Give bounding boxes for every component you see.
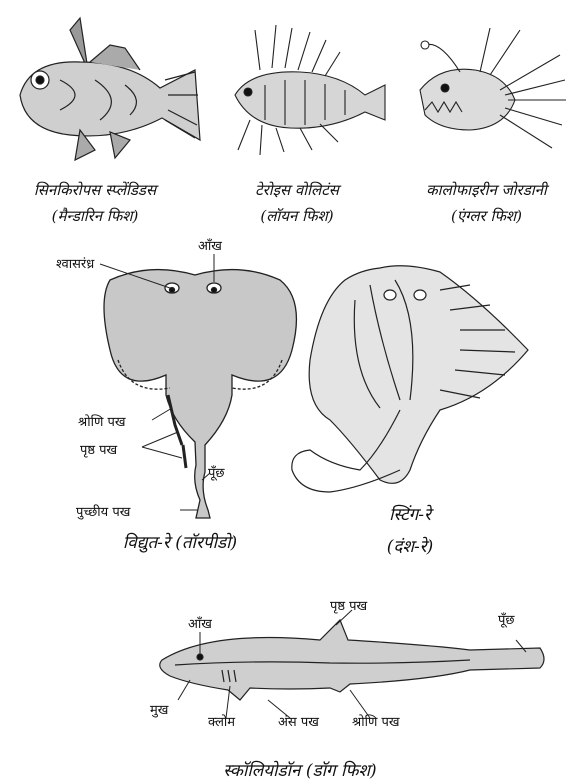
lionfish-name: टेरोइस वोलिटंस bbox=[222, 180, 372, 200]
dogfish-dorsal-fin-label: पृष्ठ पख bbox=[330, 596, 367, 614]
dogfish-caption: स्कॉलियोडॉन (डॉग फिश) bbox=[170, 758, 430, 781]
anglerfish-name: कालोफाइरीन जोरडानी bbox=[404, 180, 569, 200]
dogfish-tail-label: पूँछ bbox=[498, 610, 515, 628]
anglerfish-common-name: (एंग्लर फिश) bbox=[404, 206, 569, 226]
mandarin-fish-common-name: (मैन्डारिन फिश) bbox=[10, 206, 180, 226]
dogfish-eye-label: आँख bbox=[188, 614, 212, 632]
dogfish-gills-label: क्लोम bbox=[208, 712, 235, 730]
torpedo-dorsal-fin-label: पृष्ठ पख bbox=[80, 440, 117, 458]
torpedo-ray-illustration bbox=[100, 254, 296, 518]
torpedo-pelvic-fin-label: श्रोणि पख bbox=[78, 412, 126, 430]
stingray-name: स्टिंग-रे bbox=[350, 502, 470, 525]
lionfish-illustration bbox=[235, 25, 385, 155]
torpedo-spiracle-label: श्वासरंध्र bbox=[56, 254, 94, 272]
dogfish-pelvic-fin-label: श्रोणि पख bbox=[352, 712, 400, 730]
torpedo-caudal-fin-label: पुच्छीय पख bbox=[76, 502, 130, 520]
torpedo-tail-label: पूँछ bbox=[208, 463, 225, 481]
stingray-common-name: (दंश-रे) bbox=[350, 534, 470, 557]
lionfish-common-name: (लॉयन फिश) bbox=[222, 206, 372, 226]
dogfish-mouth-label: मुख bbox=[150, 700, 168, 718]
dogfish-pectoral-fin-label: अंस पख bbox=[278, 712, 319, 730]
anglerfish-illustration bbox=[420, 28, 566, 148]
torpedo-caption: विद्युत-रे (तॉरपीडो) bbox=[70, 530, 290, 553]
mandarin-fish-name: सिनकिरोपस स्प्लेंडिडस bbox=[10, 180, 180, 200]
dogfish-illustration bbox=[160, 610, 544, 718]
mandarin-fish-illustration bbox=[20, 18, 200, 160]
stingray-illustration bbox=[292, 266, 528, 492]
torpedo-eye-label: आँख bbox=[198, 236, 222, 254]
